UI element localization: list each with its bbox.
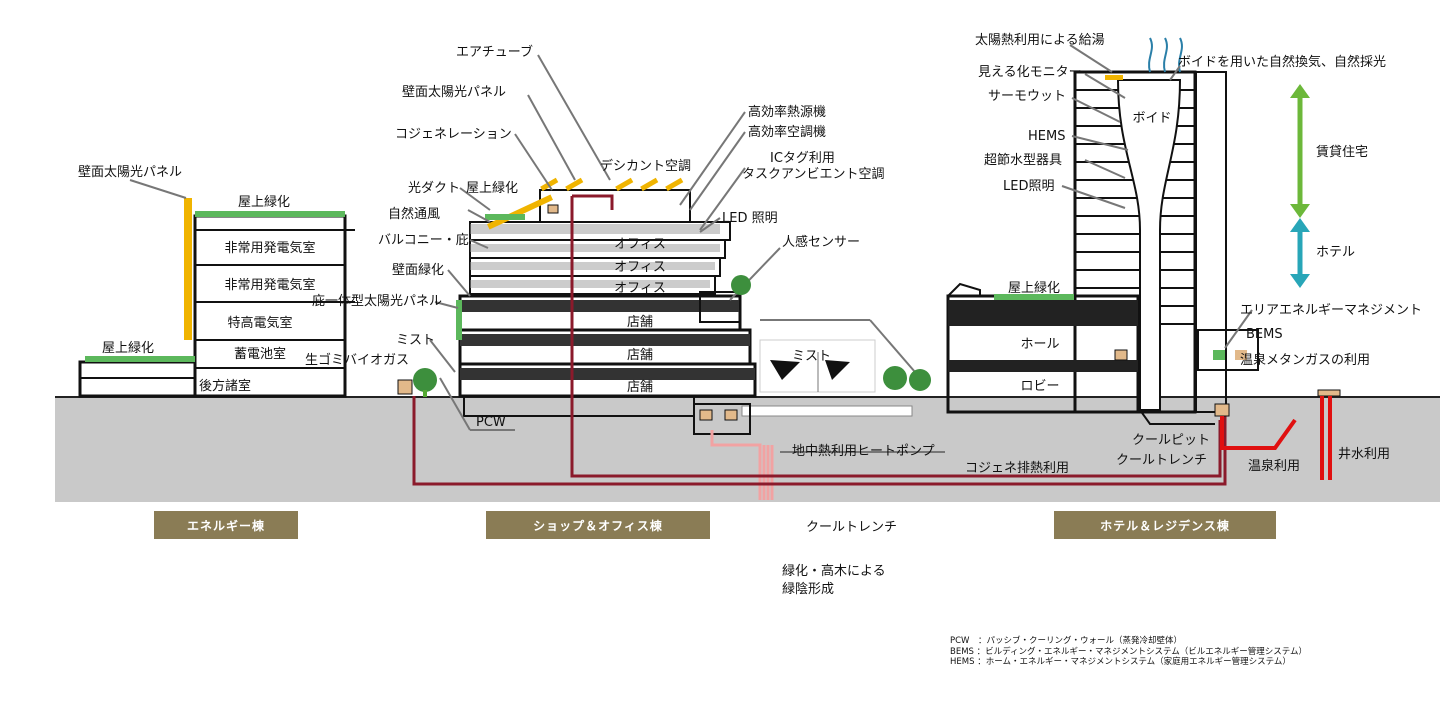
shop-office-caption: ショップ＆オフィス棟 — [486, 511, 710, 539]
thermostat-label: サーモウット — [988, 89, 1066, 104]
legend-hems: HEMS ：ホーム・エネルギー・マネジメントシステム（家庭用エネルギー管理システ… — [950, 657, 1291, 667]
hot-spring-methane-label: 温泉メタンガスの利用 — [1240, 352, 1370, 368]
abbreviation-legend: PCW ：パッシブ・クーリング・ウォール（蒸発冷却壁体） BEMS ：ビルディン… — [950, 636, 1307, 668]
shop-led-label: LED 照明 — [722, 211, 778, 226]
visual-monitor-label: 見える化モニター — [978, 65, 1082, 80]
energy-battery-room: 蓄電池室 — [234, 346, 286, 362]
eave-solar-label: 庇一体型太陽光パネル — [312, 294, 442, 309]
light-duct-label: 光ダクト — [408, 181, 460, 196]
office-floor-2: オフィス — [614, 260, 666, 275]
center-mist-label: ミスト — [792, 349, 831, 364]
geothermal-label: 地中熱利用ヒートポンプ — [792, 444, 935, 459]
energy-gen-room-2: 非常用発電気室 — [224, 277, 315, 293]
energy-roof-green-label: 屋上緑化 — [238, 195, 290, 210]
motion-sensor-label: 人感センサー — [782, 234, 860, 250]
shop-floor-1: 店舗 — [627, 315, 653, 330]
energy-roof-green — [195, 211, 345, 217]
void-label: ボイド — [1132, 111, 1171, 126]
shop-wall-solar-label: 壁面太陽光パネル — [402, 85, 506, 100]
energy-hv-room: 特高電気室 — [227, 315, 292, 331]
hotel-range-label: ホテル — [1316, 245, 1355, 260]
cool-trench-label: クールトレンチ — [1116, 453, 1207, 468]
cogeneration-label: コジェネレーション — [395, 127, 512, 142]
lobby-label: ロビー — [1020, 379, 1059, 394]
tree-icon — [883, 366, 931, 391]
hi-eff-ac-label: 高効率空調機 — [748, 124, 826, 140]
pcw-label: PCW — [476, 415, 506, 430]
energy-wall-solar-panel — [184, 198, 192, 340]
legend-pcw: PCW ：パッシブ・クーリング・ウォール（蒸発冷却壁体） — [950, 636, 1182, 646]
shop-roof-green-label: 屋上緑化 — [466, 181, 518, 196]
office-floor-1: オフィス — [614, 237, 666, 252]
cogen-heat-label: コジェネ排熱利用 — [965, 461, 1069, 476]
office-floor-3: オフィス — [614, 281, 666, 296]
shop-roof-green — [485, 214, 525, 220]
desiccant-label: デシカント空調 — [600, 158, 691, 174]
center-mist-area — [759, 339, 876, 393]
energy-gen-room-1: 非常用発電気室 — [224, 240, 315, 256]
natural-vent-label: 自然通風 — [388, 206, 440, 222]
solar-hot-water-label: 太陽熱利用による給湯 — [975, 33, 1105, 48]
air-tube-label: エアチューブ — [456, 44, 533, 60]
greening-line-1: 緑化・高木による — [782, 564, 886, 579]
solar-hot-water-panel — [1105, 75, 1123, 80]
hotel-led-label: LED照明 — [1003, 179, 1054, 194]
well-water-label: 井水利用 — [1338, 447, 1390, 462]
energy-low-roof-green-label: 屋上緑化 — [102, 341, 154, 356]
hi-eff-heat-label: 高効率熱源機 — [748, 104, 826, 120]
tree-icon — [731, 275, 751, 295]
water-fixture-label: 超節水型器具 — [984, 153, 1062, 168]
hotel-range-arrow — [1290, 218, 1310, 288]
rental-range-arrow — [1290, 84, 1310, 218]
energy-building-caption: エネルギー棟 — [154, 511, 298, 539]
hotel-podium — [946, 75, 1341, 417]
hot-spring-use-label: 温泉利用 — [1248, 458, 1300, 474]
hall-label: ホール — [1020, 337, 1059, 352]
energy-building — [78, 198, 355, 398]
void-vent-arrows — [1148, 37, 1183, 73]
energy-storage: 後方諸室 — [199, 378, 251, 394]
shop-wall-green — [456, 300, 462, 340]
rental-label: 賃貸住宅 — [1316, 144, 1368, 160]
shop-office-building — [456, 177, 757, 417]
hotel-caption: ホテル＆レジデンス棟 — [1054, 511, 1276, 539]
energy-low-roof-green — [85, 356, 195, 362]
geothermal-pipes — [710, 430, 774, 500]
legend-bems: BEMS ：ビルディング・エネルギー・マネジメントシステム（ビルエネルギー管理シ… — [950, 646, 1308, 657]
shop-floor-2: 店舗 — [627, 348, 653, 363]
ic-tag-label: ICタグ利用 — [770, 151, 835, 166]
energy-wall-solar-label: 壁面太陽光パネル — [78, 165, 182, 180]
balcony-label: バルコニー・庇 — [378, 233, 469, 248]
tree-icon — [413, 368, 437, 397]
wall-green-label: 壁面緑化 — [392, 263, 444, 278]
eave-solar-panel — [487, 194, 553, 230]
hotel-roof-green — [994, 294, 1074, 300]
cool-pit-label: クールピット — [1132, 433, 1210, 448]
greening-line-2: 緑陰形成 — [782, 582, 835, 597]
shop-floor-3: 店舗 — [627, 380, 653, 395]
hot-spring-pipes — [1220, 396, 1332, 480]
void-vent-label: ボイドを用いた自然換気、自然採光 — [1178, 54, 1386, 70]
biogas-label: 生ゴミバイオガス — [305, 352, 409, 368]
task-ambient-label: タスクアンビエント空調 — [742, 167, 884, 182]
bems-label: BEMS — [1246, 327, 1283, 342]
shop-mist-label: ミスト — [396, 333, 435, 348]
area-energy-label: エリアエネルギーマネジメント — [1240, 303, 1422, 318]
hotel-roof-green-label: 屋上緑化 — [1008, 281, 1060, 296]
cool-trench-caption: クールトレンチ — [806, 520, 898, 535]
hems-label: HEMS — [1028, 129, 1065, 144]
